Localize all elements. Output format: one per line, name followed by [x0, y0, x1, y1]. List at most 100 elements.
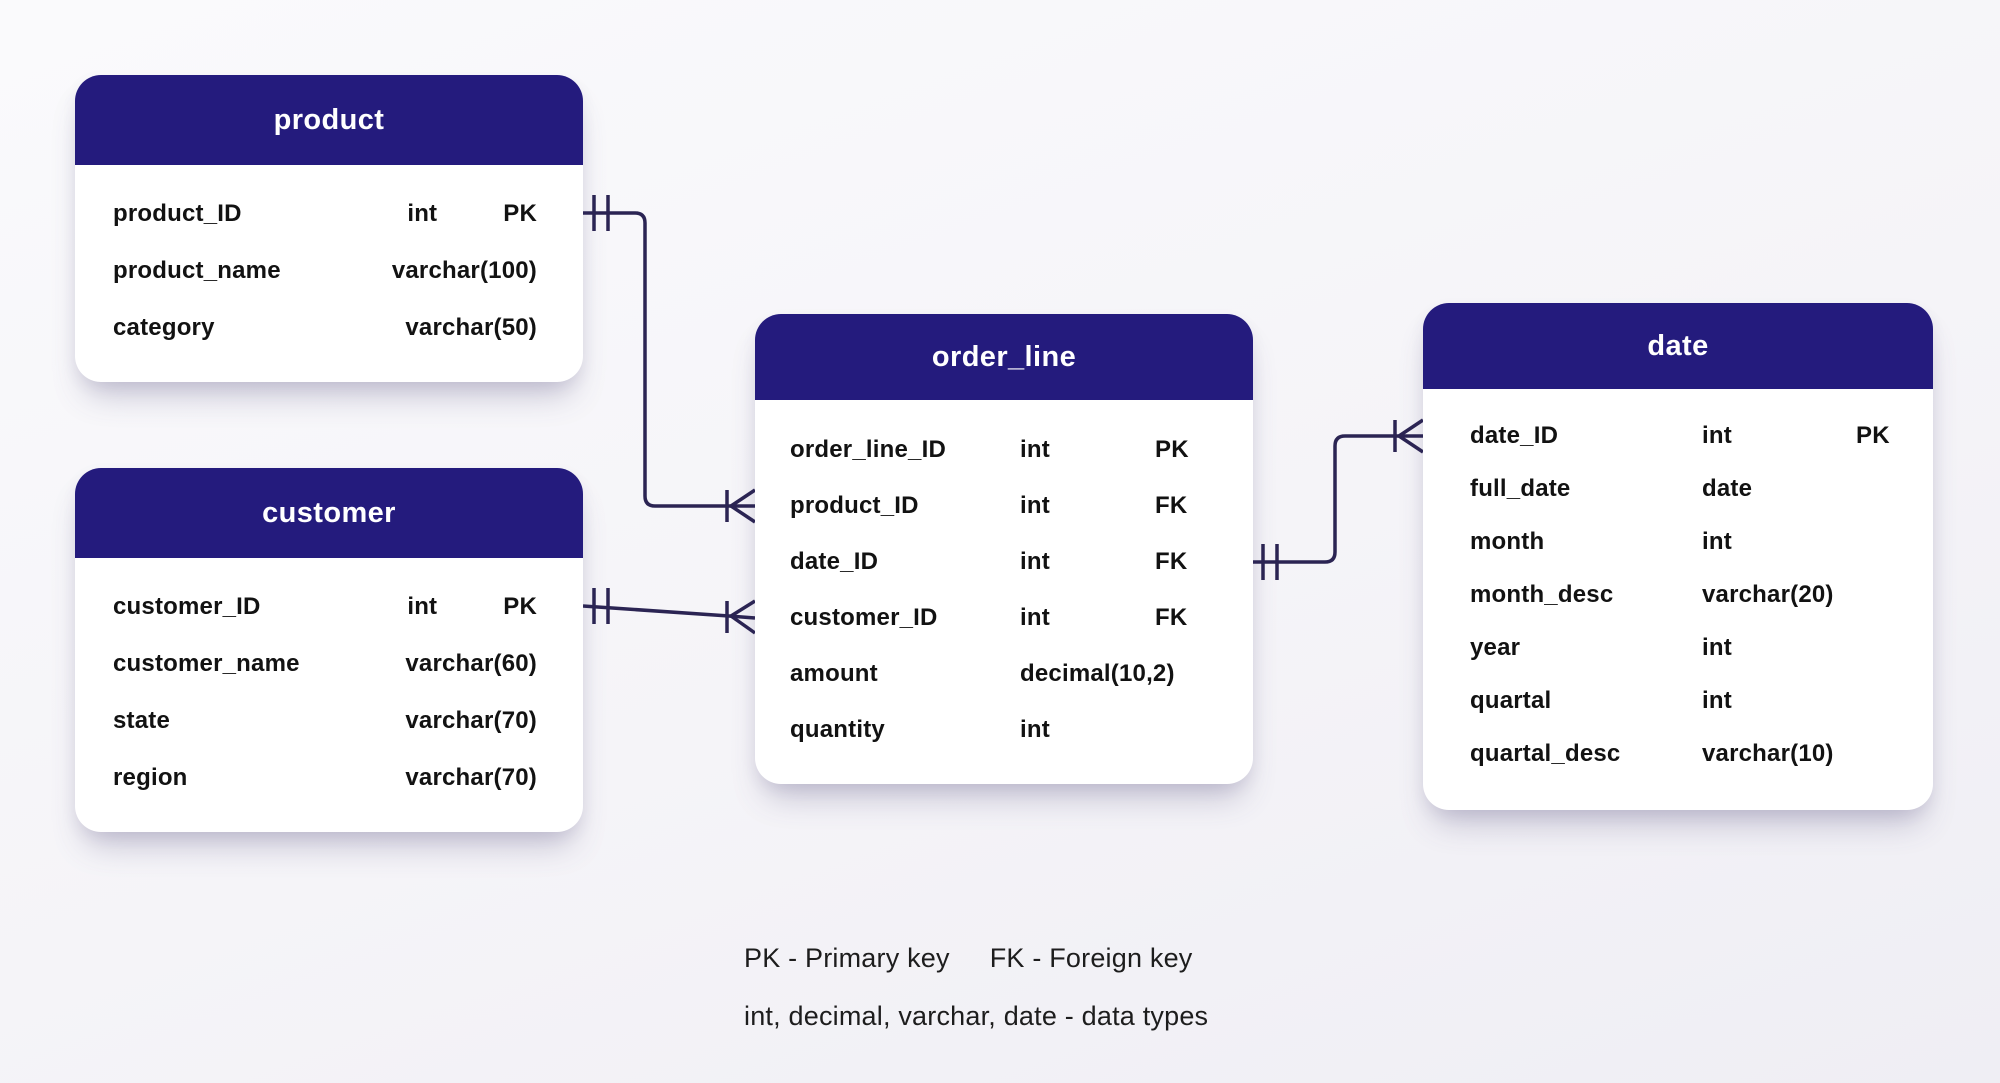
column-type: decimal(10,2): [1020, 660, 1175, 687]
column-key: PK: [503, 199, 537, 227]
column-name: quartal_desc: [1470, 739, 1621, 767]
table-row: date_ID int FK: [755, 534, 1253, 590]
column-name: product_ID: [790, 492, 919, 519]
column-key: FK: [1155, 492, 1188, 519]
column-type: varchar(50): [405, 313, 537, 341]
table-customer-rows: customer_ID int PK customer_name varchar(60)…: [75, 558, 583, 832]
column-name: customer_ID: [790, 604, 938, 631]
legend-data-types: int, decimal, varchar, date - data types: [744, 1000, 1209, 1031]
connector-line: [1253, 434, 1423, 564]
column-name: order_line_ID: [790, 436, 946, 463]
column-key: PK: [1856, 421, 1890, 449]
table-row: amount decimal(10,2): [755, 646, 1253, 702]
column-type: int: [1020, 604, 1050, 631]
type-key-group: varchar(70): [405, 764, 537, 792]
table-row: category varchar(50): [75, 299, 583, 356]
column-type: varchar(10): [1702, 739, 1834, 767]
table-title: customer: [262, 496, 396, 529]
column-type: int: [1020, 436, 1050, 463]
table-row: quantity int: [755, 702, 1253, 758]
column-name: quartal: [1470, 686, 1552, 714]
table-row: product_ID int FK: [755, 478, 1253, 534]
column-name: region: [113, 763, 188, 791]
table-title: order_line: [931, 340, 1077, 373]
connector-line: [582, 604, 756, 620]
table-title: product: [273, 103, 385, 136]
column-type: int: [1702, 686, 1732, 714]
column-key: PK: [1155, 436, 1189, 463]
cardinality-many-marker: [725, 599, 757, 635]
table-row: quartal int: [1423, 674, 1933, 727]
column-type: int: [407, 199, 438, 227]
column-name: date_ID: [790, 548, 879, 575]
type-key-group: varchar(50): [405, 314, 537, 342]
column-name: product_ID: [113, 199, 242, 227]
table-product-rows: product_ID int PK product_name varchar(100) c…: [75, 165, 583, 382]
column-name: quantity: [790, 716, 885, 743]
column-type: int: [407, 592, 438, 620]
column-name: customer_name: [113, 649, 300, 677]
cardinality-many-marker: [1393, 418, 1424, 454]
legend-pk: PK - Primary key: [744, 942, 950, 973]
table-customer-header: customer: [75, 468, 583, 558]
connector-line: [583, 211, 755, 508]
column-name: month_desc: [1470, 580, 1614, 608]
cardinality-many-marker: [725, 488, 756, 524]
column-name: date_ID: [1470, 421, 1559, 449]
column-name: customer_ID: [113, 592, 261, 620]
column-type: varchar(100): [391, 256, 537, 284]
table-row: order_line_ID int PK: [755, 422, 1253, 478]
column-key: FK: [1155, 604, 1188, 631]
cardinality-one-marker: [1261, 544, 1279, 580]
table-row: customer_name varchar(60): [75, 635, 583, 692]
table-row: customer_ID int FK: [755, 590, 1253, 646]
legend-types-line: int, decimal, varchar, date - data types: [744, 987, 1208, 1045]
table-row: product_name varchar(100): [75, 242, 583, 299]
column-type: int: [1702, 527, 1732, 555]
table-row: date_ID int PK: [1423, 409, 1933, 462]
column-name: amount: [790, 660, 878, 687]
column-type: int: [1020, 548, 1050, 575]
legend: PK - Primary key FK - Foreign key int, d…: [744, 929, 1208, 1045]
legend-fk: FK - Foreign key: [989, 942, 1193, 973]
relationship-customer-order_line: [582, 588, 757, 635]
table-product-header: product: [75, 75, 583, 165]
column-key: FK: [1155, 548, 1188, 575]
column-type: int: [1020, 492, 1050, 519]
cardinality-one-marker: [592, 195, 610, 231]
column-type: varchar(20): [1702, 580, 1834, 608]
column-key: PK: [503, 592, 537, 620]
column-type: int: [1020, 716, 1050, 743]
column-name: product_name: [113, 256, 281, 284]
table-row: customer_ID int PK: [75, 578, 583, 635]
table-date-header: date: [1423, 303, 1933, 389]
column-type: int: [1702, 421, 1732, 449]
relationship-order_line-date: [1253, 418, 1424, 580]
relationship-product-order_line: [583, 195, 756, 524]
column-type: varchar(60): [405, 649, 537, 677]
cardinality-one-marker: [592, 588, 610, 624]
type-key-group: int PK: [407, 593, 537, 621]
column-name: month: [1470, 527, 1545, 555]
column-name: year: [1470, 633, 1521, 661]
column-type: varchar(70): [405, 763, 537, 791]
legend-keys-line: PK - Primary key FK - Foreign key: [744, 929, 1208, 987]
column-name: category: [113, 313, 215, 341]
column-name: full_date: [1470, 474, 1571, 502]
type-key-group: varchar(100): [392, 257, 537, 285]
table-row: month_desc varchar(20): [1423, 568, 1933, 621]
table-order_line-header: order_line: [755, 314, 1253, 400]
type-key-group: varchar(70): [405, 707, 537, 735]
table-title: date: [1647, 329, 1709, 362]
table-row: region varchar(70): [75, 749, 583, 806]
